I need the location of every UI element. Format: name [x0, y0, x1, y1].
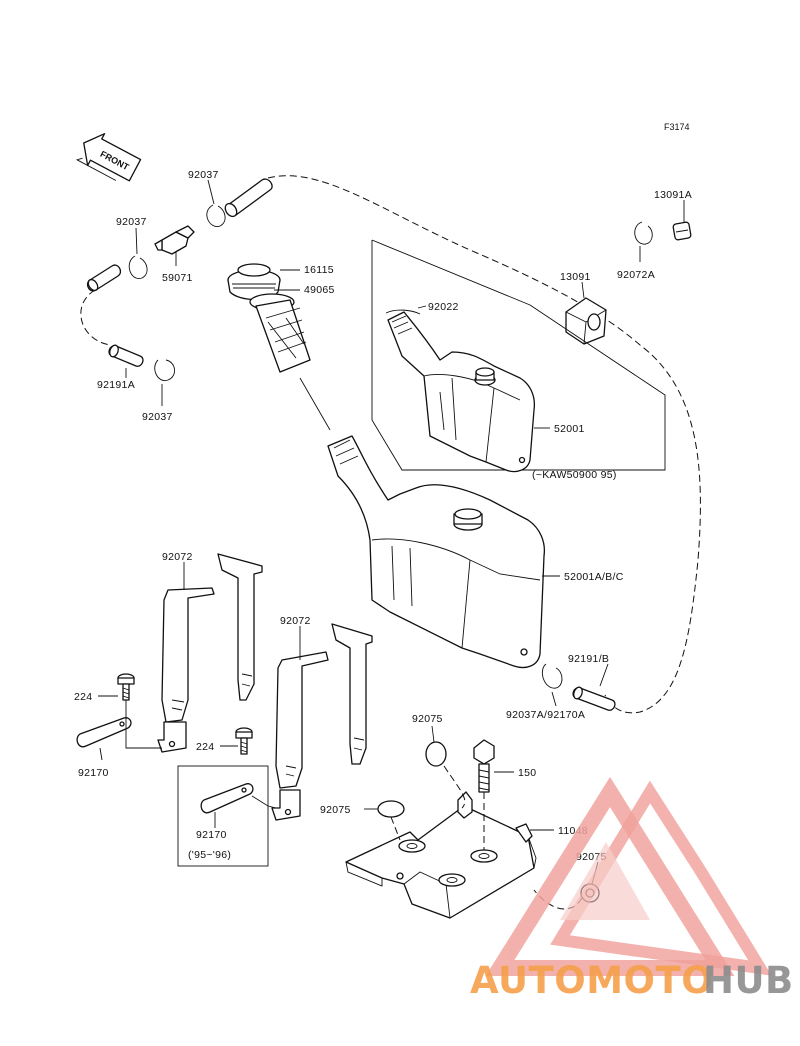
front-arrow-icon: FRONT: [75, 133, 142, 182]
leader-224-left: [125, 700, 162, 749]
hose-left: [86, 264, 122, 292]
label-92037-upper: 92037: [188, 169, 219, 181]
seal-92075-mid: [377, 800, 405, 818]
label-13091a: 13091A: [654, 189, 692, 201]
bracket-left: [157, 721, 187, 753]
hose-route-left: [80, 289, 111, 346]
label-92170-right: 92170: [196, 829, 227, 841]
label-49065: 49065: [304, 284, 335, 296]
bolt-150: [473, 739, 495, 793]
strap-92072-left: [161, 553, 263, 723]
label-92170-note: ('95~'96): [188, 849, 231, 861]
bolt-224-right: [235, 727, 253, 755]
label-52001-note: (~KAW50900 95): [532, 469, 617, 481]
clamp-92037a: [542, 663, 563, 689]
seal-92075-top: [425, 741, 447, 767]
label-92072a: 92072A: [617, 269, 655, 281]
watermark-brand-part2: HUB: [703, 959, 794, 1002]
clamp-92037-left: [128, 255, 148, 279]
label-92075-top: 92075: [412, 713, 443, 725]
label-92072-right: 92072: [280, 615, 311, 627]
bracket-right: [271, 789, 301, 821]
label-92075-mid: 92075: [320, 804, 351, 816]
label-92191a: 92191A: [97, 379, 135, 391]
label-92037a: 92037A/92170A: [506, 709, 585, 721]
watermark-logo: AUTOMOTO HUB: [470, 776, 794, 1002]
clamp-92037-lower: [154, 359, 175, 382]
label-92170-left: 92170: [78, 767, 109, 779]
oil-tank-52001abc: [327, 435, 546, 669]
clamp-92072a: [634, 221, 653, 245]
band-92170-left: [76, 717, 132, 748]
label-150: 150: [518, 767, 536, 779]
label-13091: 13091: [560, 271, 591, 283]
hose-92191a: [108, 344, 144, 367]
band-92170-right: [200, 783, 254, 814]
hose-92191b: [572, 686, 616, 711]
strap-92072-right: [275, 623, 373, 789]
label-52001: 52001: [554, 423, 585, 435]
damper-13091: [565, 297, 607, 345]
label-92022: 92022: [428, 301, 459, 313]
bolt-224-left: [117, 673, 135, 701]
inset-frame-92170: [177, 765, 269, 867]
base-plate-11048: [345, 791, 537, 919]
hose-upper: [224, 178, 273, 218]
leader-92170-right: [251, 795, 277, 809]
label-92037-lower: 92037: [142, 411, 173, 423]
neck-to-tank-line: [299, 377, 331, 431]
watermark-triangle-icon: [485, 776, 772, 976]
label-92072-left: 92072: [162, 551, 193, 563]
label-16115: 16115: [304, 264, 334, 276]
label-224-right: 224: [196, 741, 214, 753]
filler-neck-49065: [249, 293, 311, 373]
label-92191b: 92191/B: [568, 653, 609, 665]
label-59071: 59071: [162, 272, 193, 284]
hose-route-line: [267, 175, 701, 714]
clip-92022: [385, 309, 421, 315]
grommet-13091a: [672, 221, 692, 241]
label-52001abc: 52001A/B/C: [564, 571, 624, 583]
figure-code: F3174: [664, 122, 690, 132]
oil-tank-52001: [387, 311, 536, 473]
watermark-brand-part1: AUTOMOTO: [470, 959, 713, 1002]
valve-59071: [154, 225, 195, 255]
label-92037-left: 92037: [116, 216, 147, 228]
clamp-92037-upper: [206, 204, 226, 227]
inset-frame-52001: [371, 239, 666, 471]
label-224-left: 224: [74, 691, 92, 703]
